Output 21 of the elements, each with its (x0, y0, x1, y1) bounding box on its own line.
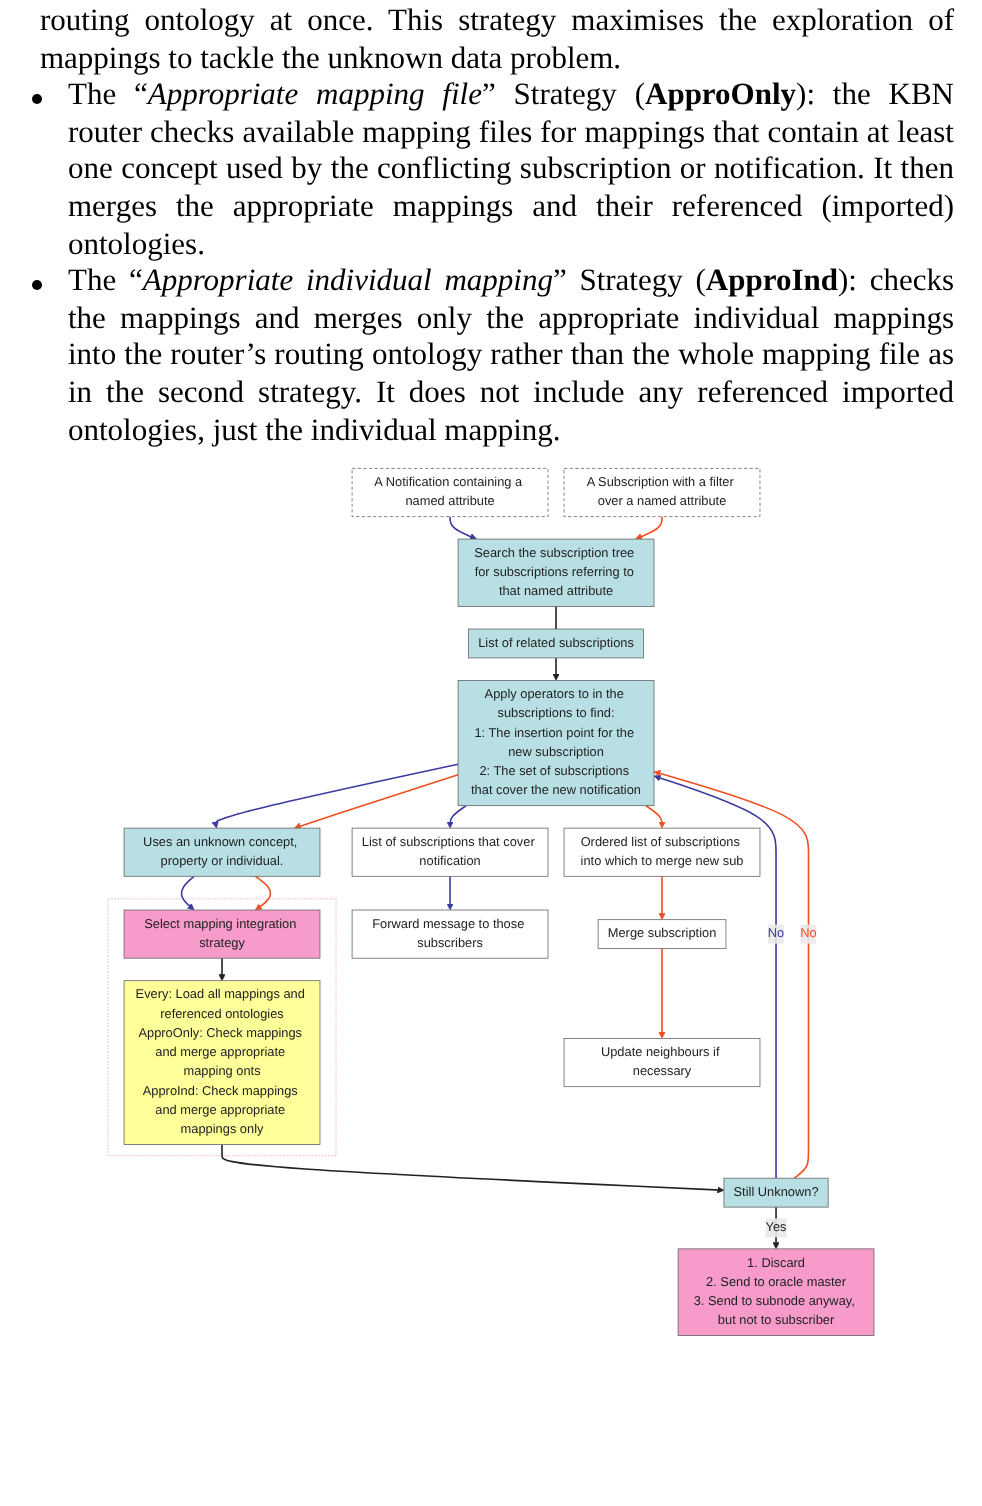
arrow (658, 875, 666, 921)
arrow (221, 1143, 725, 1194)
arrow (449, 516, 477, 541)
arrow (653, 770, 810, 1180)
arrow (254, 875, 272, 911)
arrow (658, 948, 666, 1040)
arrow (180, 875, 195, 911)
paragraph: The “Appropriate individual mapping” Strategy (ApproInd): checks the mappings and merges only the appropriate individual mappings into the router’s routing ontology rather than the whole mapping file as in the second strategy. It does not include any referenced imported ontologies, just the individual mapping. (68, 264, 954, 451)
arrow (552, 657, 560, 681)
arrow (446, 875, 454, 911)
arrow (635, 516, 663, 541)
arrow (645, 805, 666, 829)
arrow (446, 805, 467, 829)
arrow (218, 957, 226, 982)
arrow (211, 763, 459, 829)
arrow (293, 774, 459, 830)
cluster (107, 898, 337, 1157)
paragraph: routing ontology at once. This strategy maximises the exploration of mappings to tackle the unknown data problem. (40, 4, 954, 79)
paragraph: The “Appropriate mapping file” Strategy (ApproOnly): the KBN router checks available mapping files for mappings that contain at least one concept used by the conflicting subscription or notification. It then merges the appropriate mappings and their referenced (imported) ontologies. (68, 78, 954, 265)
arrow (653, 774, 777, 1180)
connector (555, 605, 557, 631)
